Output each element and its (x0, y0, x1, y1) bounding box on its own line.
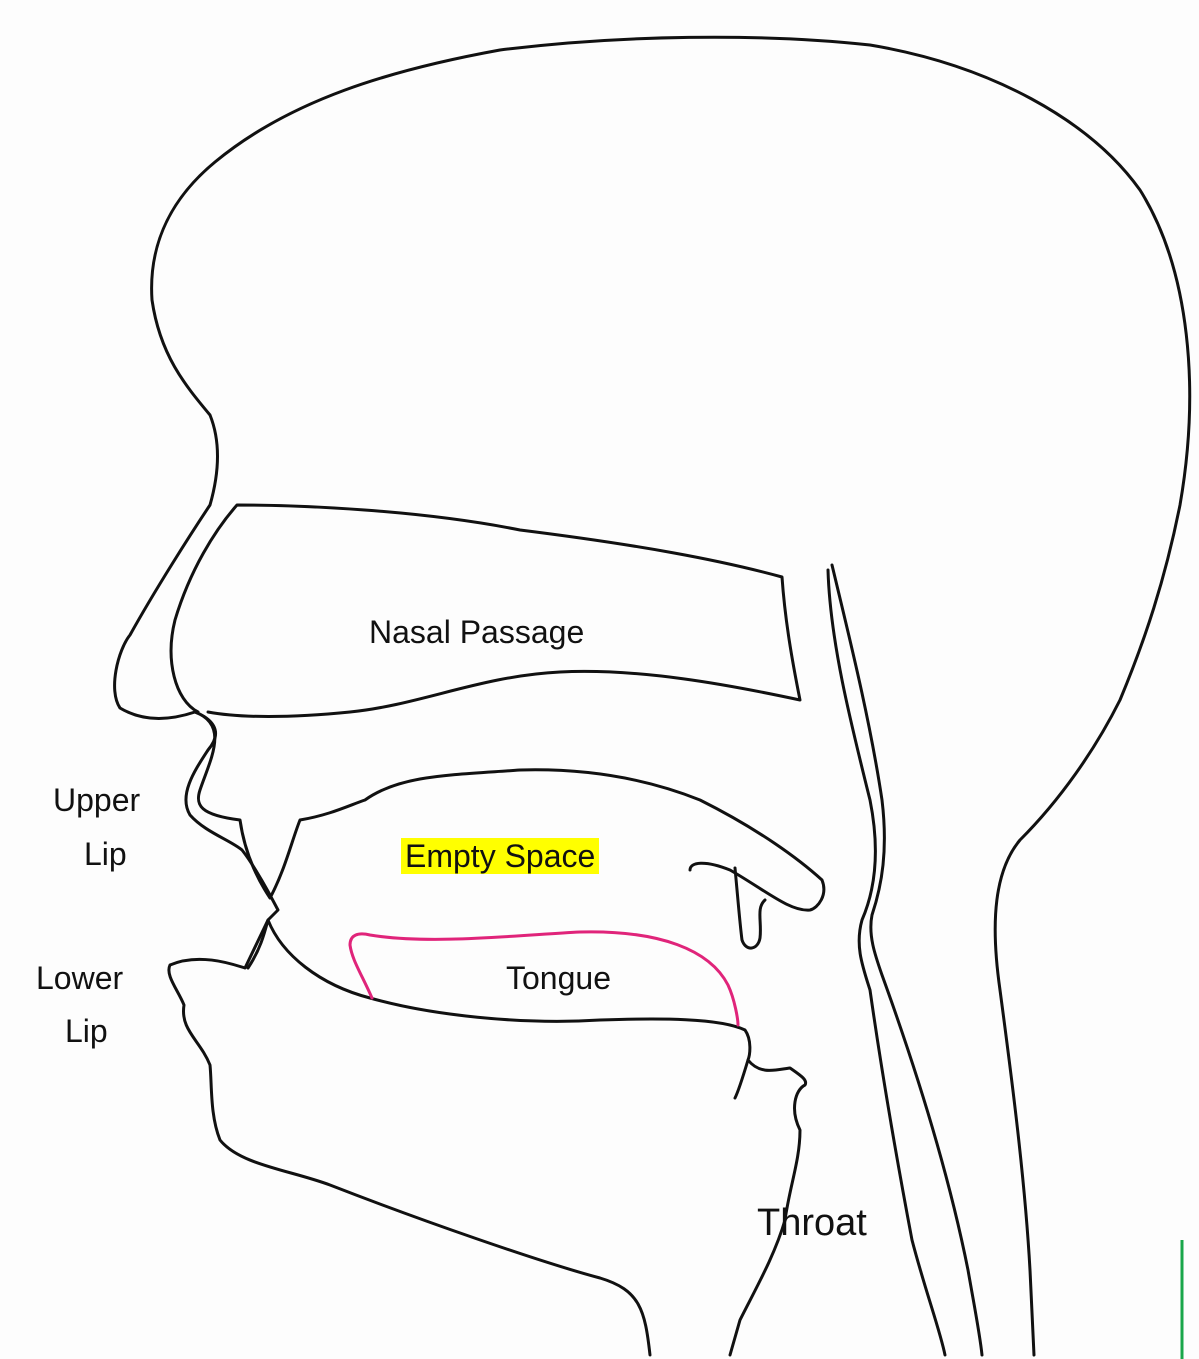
throat-label: Throat (757, 1204, 867, 1242)
nasal-passage-label: Nasal Passage (369, 616, 584, 648)
lower-lip-label-line2: Lip (65, 1015, 108, 1047)
nasal-passage-outline (171, 505, 800, 717)
palate-outline (195, 712, 824, 910)
lower-lip-label-line1: Lower (36, 962, 123, 994)
tongue-label: Tongue (506, 962, 611, 994)
uvula (735, 868, 765, 948)
upper-lip-label-line1: Upper (53, 784, 140, 816)
empty-space-label: Empty Space (401, 838, 599, 874)
epiglottis (735, 1060, 748, 1098)
head-outline (115, 37, 1190, 1355)
upper-lip-label-line2: Lip (84, 838, 127, 870)
